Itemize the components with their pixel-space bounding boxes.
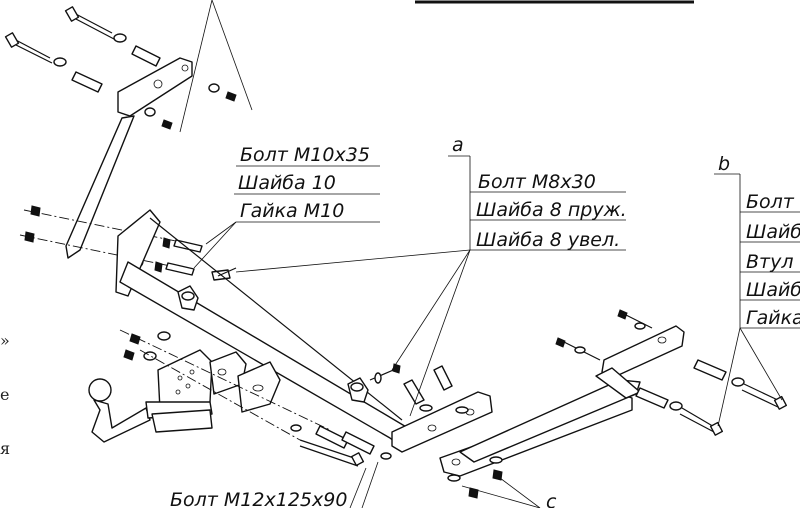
tow-ball-mount <box>88 349 281 443</box>
leader-top-1 <box>179 0 213 133</box>
edge-text-2: е <box>0 385 9 404</box>
edge-text-3: я <box>0 439 10 458</box>
edge-text-1: » <box>0 331 10 350</box>
callout-c-letter: c <box>546 491 557 508</box>
label-b-line-3: Втул <box>746 251 794 273</box>
label-m10-nut: Гайка М10 <box>240 200 344 222</box>
label-a-large-washer: Шайба 8 увел. <box>476 229 620 251</box>
label-b-line-4: Шайб <box>746 279 800 301</box>
leader-top-2 <box>211 0 253 111</box>
label-b-line-5: Гайка <box>746 307 800 329</box>
callout-a-letter: a <box>452 134 464 156</box>
top-left-bolts <box>4 6 237 130</box>
label-m10-washer: Шайба 10 <box>238 172 336 194</box>
label-b-line-1: Болт <box>746 191 795 213</box>
callout-b-letter: b <box>718 153 730 175</box>
leader-lines <box>193 155 800 509</box>
cross-tube <box>115 209 421 447</box>
lower-left-fasteners <box>119 329 392 467</box>
label-a-spring-washer: Шайба 8 пруж. <box>476 199 627 221</box>
right-fasteners <box>555 309 788 436</box>
label-b-line-2: Шайб <box>746 221 800 243</box>
right-bracket <box>459 325 685 463</box>
label-m10-bolt: Болт М10х35 <box>240 144 370 166</box>
label-m12-bolt: Болт М12х125х90 <box>170 489 347 508</box>
label-a-bolt: Болт М8х30 <box>478 171 596 193</box>
